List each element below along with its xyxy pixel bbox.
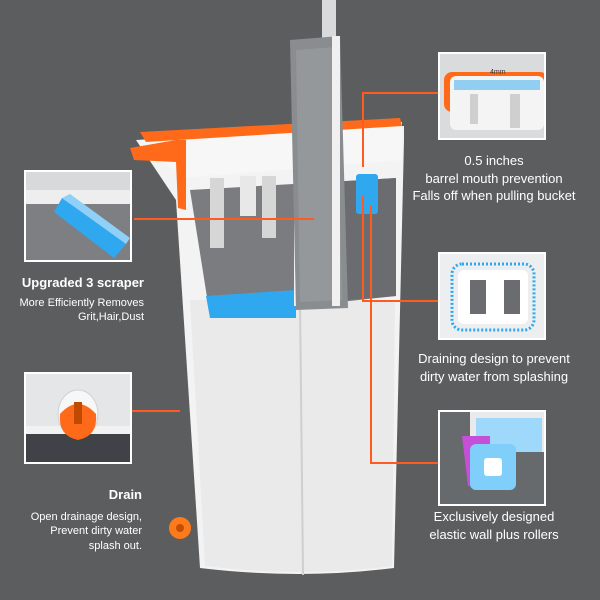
inset-scraper — [24, 170, 132, 262]
inset-drain — [24, 372, 132, 464]
blue-scraper-closeup — [54, 198, 126, 258]
caption-draining: Draining design to prevent dirty water f… — [398, 350, 590, 385]
inset-measure-label: 4mm — [490, 69, 506, 76]
caption-prevention-line3: Falls off when pulling bucket — [412, 188, 576, 204]
caption-draining-line2: dirty water from splashing — [419, 368, 569, 384]
callout-line-draining — [362, 196, 364, 302]
caption-rollers: Exclusively designed elastic wall plus r… — [402, 508, 586, 543]
caption-scraper-title: Upgraded 3 scraper — [21, 275, 144, 290]
callout-line-drain — [130, 410, 180, 412]
caption-drain-line3: splash out. — [88, 540, 142, 553]
caption-prevention-line1: 0.5 inches — [464, 153, 524, 168]
caption-scraper-line2: Grit,Hair,Dust — [77, 311, 144, 324]
caption-rollers-line1: Exclusively designed — [433, 509, 555, 524]
caption-scraper-line1: More Efficiently Removes — [19, 296, 144, 309]
caption-drain-title: Drain — [108, 487, 142, 502]
callout-line-rollers — [370, 206, 372, 464]
callout-line-scraper — [134, 218, 314, 220]
clean-water — [206, 290, 296, 318]
inset-barrel-mouth: 4mm — [438, 52, 546, 140]
orange-rim — [130, 140, 186, 210]
caption-draining-line1: Draining design to prevent — [418, 351, 570, 366]
caption-drain: Drain Open drainage design, Prevent dirt… — [6, 486, 142, 554]
caption-drain-line1: Open drainage design, — [30, 510, 142, 523]
inset-draining — [438, 252, 546, 340]
callout-line-prevention — [362, 92, 364, 167]
caption-rollers-line2: elastic wall plus rollers — [429, 526, 559, 542]
inset-rollers — [438, 410, 546, 506]
blue-scraper-right — [356, 174, 378, 214]
caption-drain-line2: Prevent dirty water — [50, 525, 142, 538]
caption-prevention-line2: barrel mouth prevention — [425, 170, 563, 186]
caption-scraper: Upgraded 3 scraper More Efficiently Remo… — [6, 274, 144, 325]
caption-prevention: 0.5 inches barrel mouth prevention Falls… — [400, 152, 588, 205]
